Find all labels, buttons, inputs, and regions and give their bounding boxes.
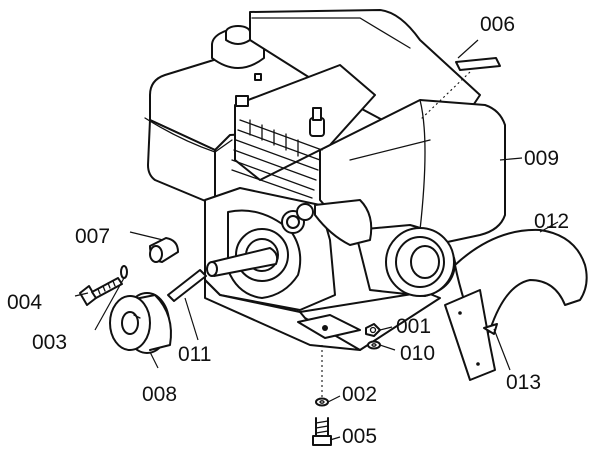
cylinder-head [234,64,376,181]
label-004: 004 [7,291,43,314]
decal-006 [455,57,501,71]
tank-body [147,119,216,206]
label-005: 005 [342,425,378,448]
shield-cover [444,228,588,381]
label-002: 002 [342,383,378,406]
label-008: 008 [142,383,178,406]
washer-010 [367,340,381,350]
lock-washer-003 [120,265,128,279]
label-006: 006 [480,13,516,36]
cooling-fins [231,119,323,199]
label-003: 003 [32,331,68,354]
label-013: 013 [506,371,542,394]
label-010: 010 [400,342,436,365]
washer-002 [315,397,329,407]
bolt-004 [79,277,123,306]
base-plate [204,279,441,351]
bolt-005 [312,417,332,446]
engine-assembly [144,9,506,351]
leader-lines [74,39,559,441]
label-012: 012 [534,210,570,233]
key-011 [167,269,207,302]
nut-001 [365,323,381,337]
label-011: 011 [178,343,212,366]
hub-008 [109,292,172,354]
label-007: 007 [75,225,111,248]
label-009: 009 [524,147,560,170]
label-001: 001 [396,315,432,338]
